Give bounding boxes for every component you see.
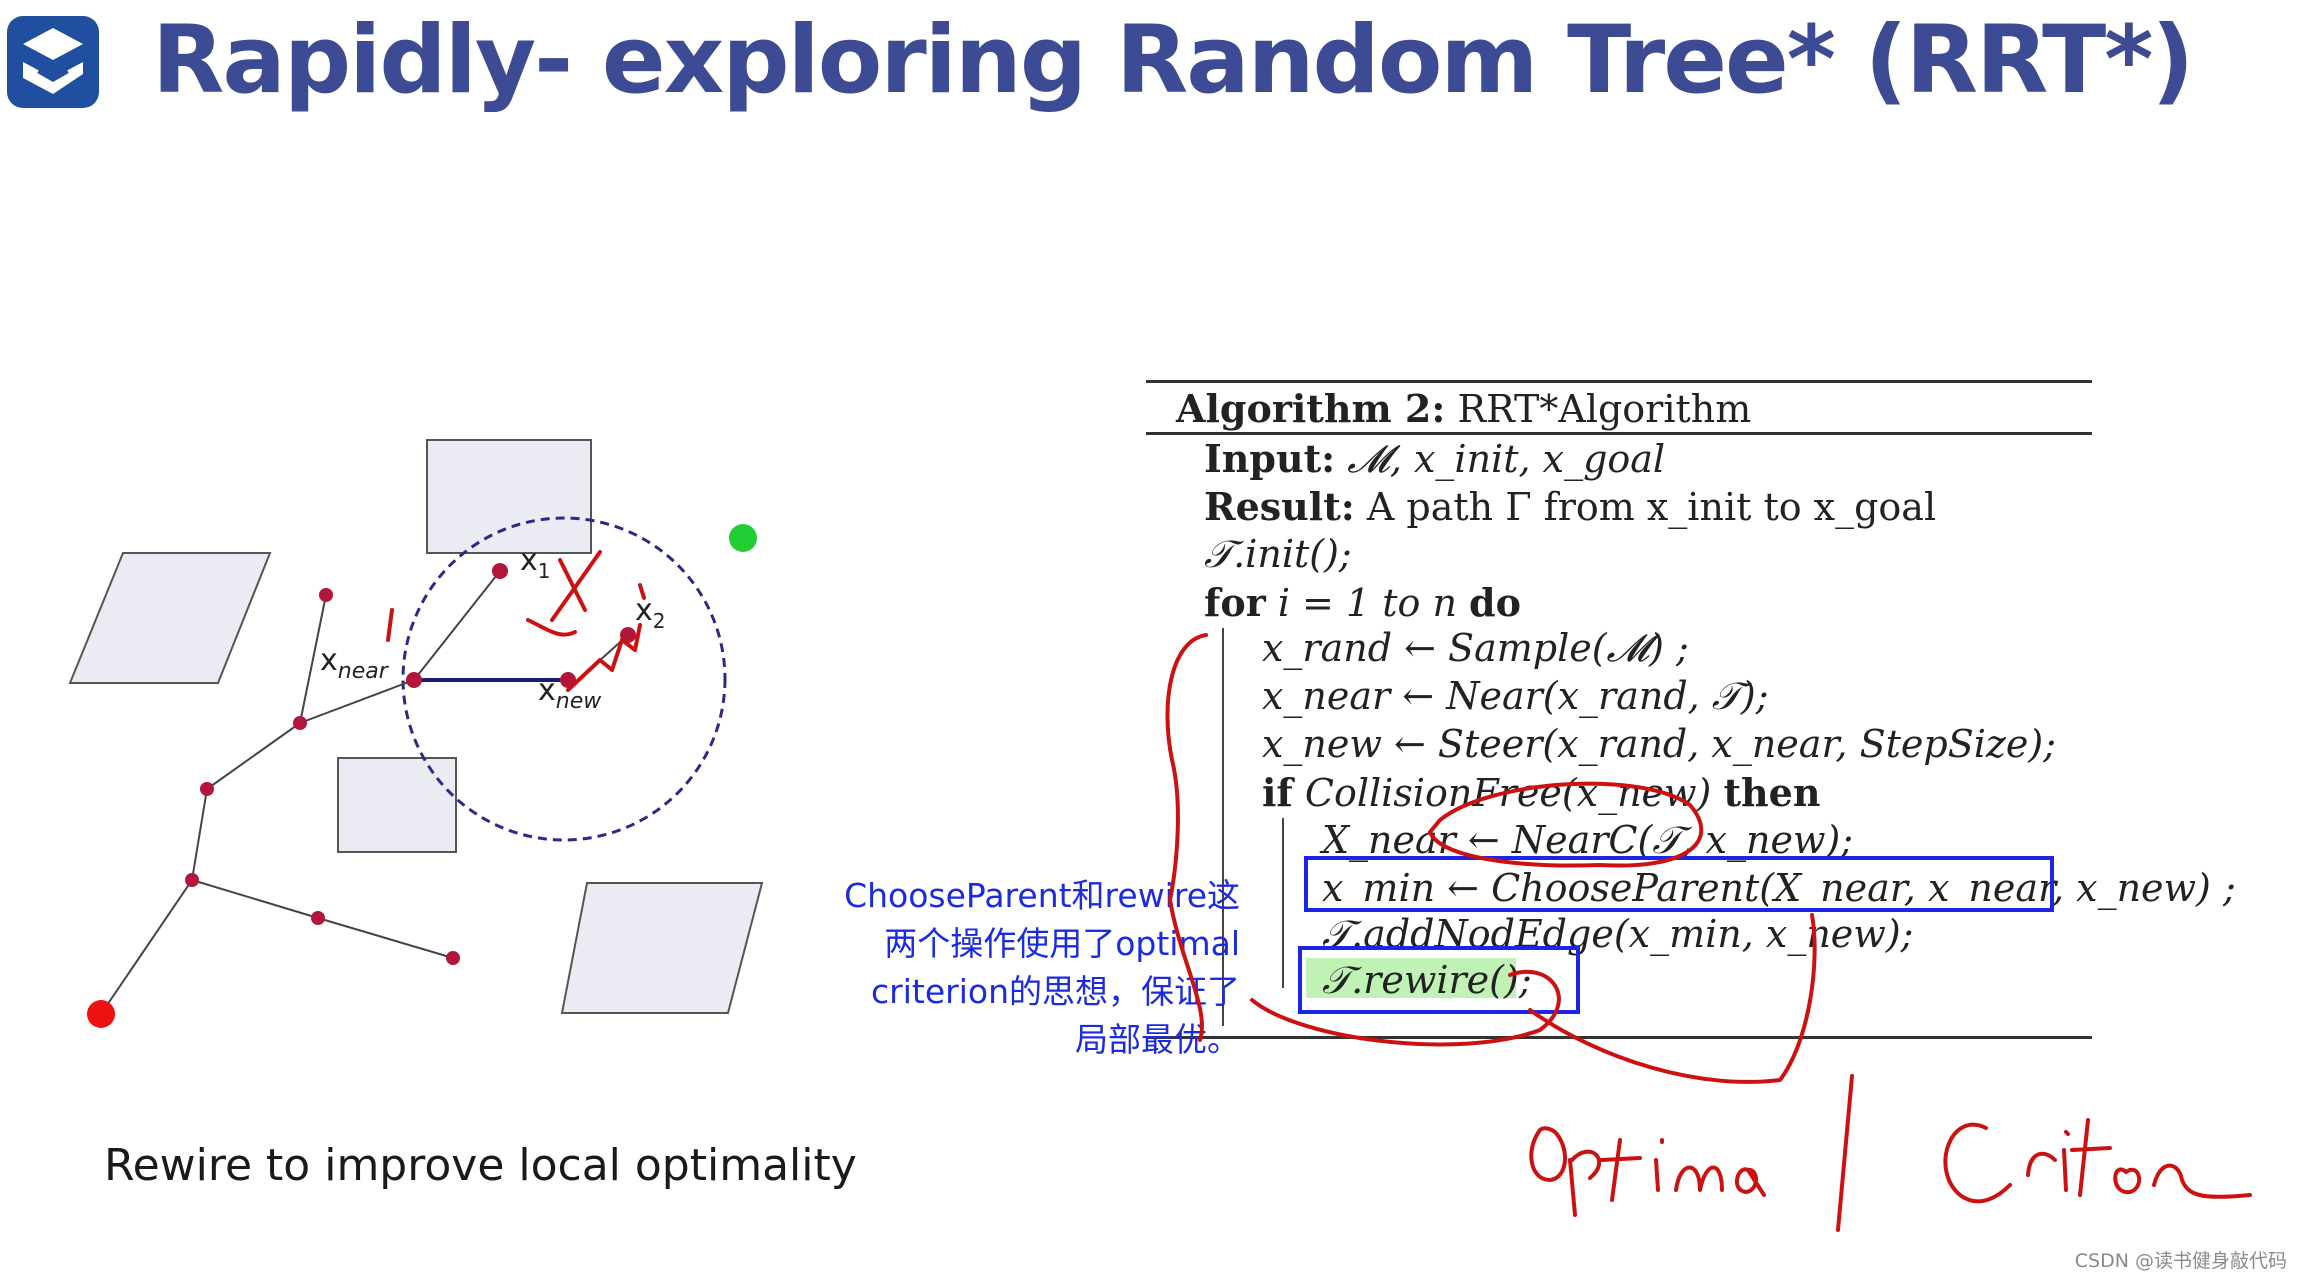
ink-handwriting (1529, 1074, 1854, 1232)
annotation-note: ChooseParent和rewire这 两个操作使用了optimal crit… (800, 872, 1240, 1064)
rewire-box (1298, 946, 1580, 1014)
rrt-diagram: xnear xnew x1 x2 (68, 439, 764, 1028)
near-radius-circle (401, 516, 727, 842)
if-body-bar (1282, 818, 1284, 988)
obstacle (426, 439, 592, 554)
for-line: for i = 1 to n do (1204, 580, 1521, 625)
tree-node (446, 951, 460, 965)
x-near-node (406, 672, 422, 688)
x1-node (492, 563, 508, 579)
svg-text:xnew: xnew (538, 673, 602, 714)
init-line: 𝒯.init(); (1204, 532, 1352, 576)
watermark: CSDN @读书健身敲代码 (2074, 1250, 2287, 1272)
x1-label: x (520, 543, 538, 578)
tree-node (311, 911, 325, 925)
annotation-line: ChooseParent和rewire这 (844, 876, 1240, 915)
x2-label: x (635, 593, 653, 628)
svg-text:x1: x1 (520, 543, 551, 583)
goal-node (729, 524, 757, 552)
s-shield-logo-icon (7, 16, 99, 108)
start-node (87, 1000, 115, 1028)
algorithm-title: Algorithm 2: RRT*Algorithm (1176, 386, 1752, 431)
svg-text:xnear: xnear (320, 643, 390, 684)
algo-line: x_new ← Steer(x_rand, x_near, StepSize); (1262, 722, 2057, 766)
header-rule (1146, 432, 2092, 435)
svg-text:x2: x2 (635, 593, 666, 633)
algorithm-block: Algorithm 2: RRT*Algorithm Input: 𝓜, x_i… (1146, 380, 2236, 1040)
x-new-label: x (538, 673, 556, 708)
algo-line: x_min ← ChooseParent(X_near, x_near, x_n… (1322, 866, 2236, 910)
obstacle (337, 757, 457, 853)
if-line: if CollisionFree(x_new) then (1262, 770, 1821, 815)
tree-node (293, 716, 307, 730)
choose-parent-box (1304, 856, 2054, 912)
result-line: Result: A path Γ from x_init to x_goal (1204, 484, 1937, 529)
x-new-node (560, 672, 576, 688)
algo-line: x_near ← Near(x_rand, 𝒯); (1262, 674, 1769, 718)
algo-line: x_rand ← Sample(𝓜) ; (1262, 626, 1689, 670)
tree-node (185, 873, 199, 887)
x-near-label: x (320, 643, 338, 678)
annotation-line: 局部最优。 (1075, 1020, 1240, 1059)
obstacle (68, 552, 272, 684)
bottom-rule (1146, 1036, 2092, 1039)
annotation-line: criterion的思想，保证了 (871, 972, 1240, 1011)
for-body-bar (1222, 628, 1224, 1026)
ink-handwriting (1943, 1118, 2252, 1204)
x2-node (620, 627, 636, 643)
slide-title: Rapidly- exploring Random Tree* (RRT*) (152, 6, 2194, 115)
annotation-line: 两个操作使用了optimal (884, 924, 1240, 963)
tree-node (319, 588, 333, 602)
obstacle (560, 882, 764, 1014)
top-rule (1146, 380, 2092, 383)
figure-caption: Rewire to improve local optimality (104, 1140, 857, 1191)
tree-node (200, 782, 214, 796)
input-line: Input: 𝓜, x_init, x_goal (1204, 436, 1666, 481)
